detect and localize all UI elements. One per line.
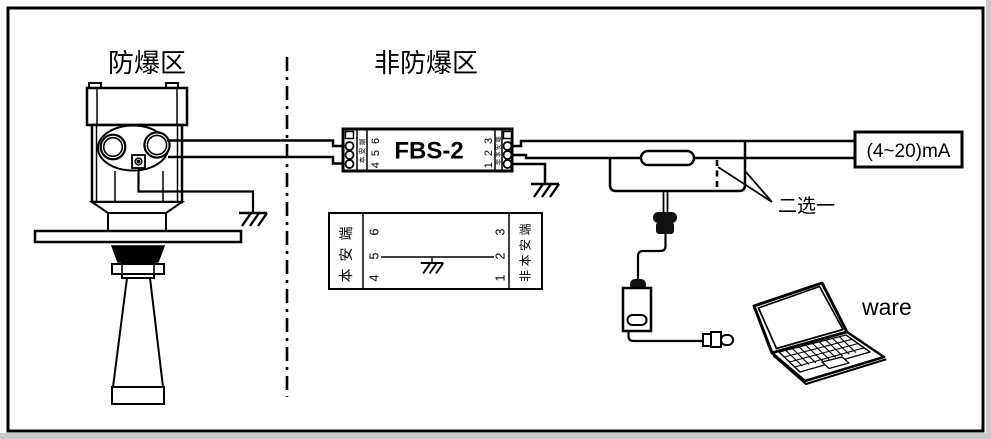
- laptop: [752, 281, 887, 385]
- choose-one-label: 二选一: [778, 195, 835, 217]
- barrier-terminal-5: [344, 150, 355, 160]
- detail-terminal-2: 2: [493, 252, 507, 259]
- detail-intrinsic-label: 本安端: [338, 220, 354, 283]
- signal-wire-minus-left: [168, 155, 343, 165]
- cable-bead-bottom: [656, 222, 674, 234]
- barrier-terminal-2: [502, 150, 513, 160]
- detail-terminal-6: 6: [367, 228, 381, 235]
- detail-terminal-4: 4: [367, 274, 381, 281]
- barrier-terminal-1: [502, 141, 513, 151]
- barrier-ground-wire: [511, 162, 547, 184]
- radar-level-transmitter: [33, 82, 243, 405]
- transmitter-neck: [107, 212, 167, 232]
- barrier-right-terminal-numbers: 123: [483, 132, 495, 168]
- cable-bead-top: [653, 212, 677, 223]
- leader-line-dashed-option: [717, 166, 773, 203]
- detail-box-frame: [328, 212, 543, 290]
- current-loop-clamp: [639, 149, 696, 167]
- modem-pickoff-loop: [608, 140, 747, 193]
- output-box-frame: [853, 130, 964, 169]
- leader-line-solid-option: [745, 171, 773, 203]
- barrier-terminal-6: [344, 159, 355, 169]
- non-hazardous-zone-label: 非防爆区: [374, 48, 478, 78]
- barrier-terminal-4: [344, 141, 355, 151]
- transmitter-ground-wire: [137, 168, 255, 213]
- connector-plug-body: [710, 331, 722, 348]
- barrier-body: [341, 127, 514, 173]
- barrier-non-intrinsic-side-label: 非本安端: [495, 135, 503, 165]
- signal-wire-plus-left: [167, 139, 343, 148]
- output-box: (4~20)mA: [853, 130, 964, 169]
- barrier-left-terminal-numbers: 456: [370, 132, 382, 168]
- transmitter-shoulder: [88, 201, 186, 214]
- connector-plug-base: [702, 333, 712, 347]
- software-text: ware: [861, 294, 912, 320]
- laptop-trackpad: [821, 356, 850, 370]
- output-box-label: (4~20)mA: [867, 141, 951, 162]
- barrier-model-label: FBS-2: [394, 138, 463, 165]
- horn-rim: [111, 386, 165, 405]
- transmitter-cap: [85, 86, 189, 127]
- hazardous-zone-label: 防爆区: [108, 48, 186, 78]
- modem-cable-upper: [636, 234, 667, 281]
- antenna-collar: [111, 263, 165, 275]
- barrier-terminal-3: [502, 159, 513, 169]
- antenna-seal: [110, 245, 166, 263]
- safety-barrier-fbs2: 本安端 456 FBS-2 123 非本安端: [341, 127, 514, 173]
- hart-modem-assembly: [621, 191, 734, 348]
- detail-non-intrinsic-label: 非本安端: [518, 220, 533, 282]
- loop-wire-plus: [511, 139, 855, 148]
- modem-slot: [626, 314, 648, 326]
- detail-terminal-1: 1: [493, 274, 507, 281]
- mounting-flange: [33, 229, 243, 244]
- window-edge-right: [986, 0, 991, 439]
- connector-plug-tip: [720, 334, 734, 346]
- window-edge-bottom: [0, 433, 991, 439]
- barrier-intrinsic-side-label: 本安端: [357, 137, 366, 164]
- detail-terminal-3: 3: [493, 228, 507, 235]
- laptop-base-edge: [773, 355, 887, 385]
- laptop-screen-display: [757, 285, 844, 350]
- terminal-wiring-detail: 本安端 非本安端 6 5 4 3 2 1: [328, 212, 543, 290]
- modem-cable-lower: [627, 331, 703, 343]
- detail-terminal-5: 5: [367, 252, 381, 259]
